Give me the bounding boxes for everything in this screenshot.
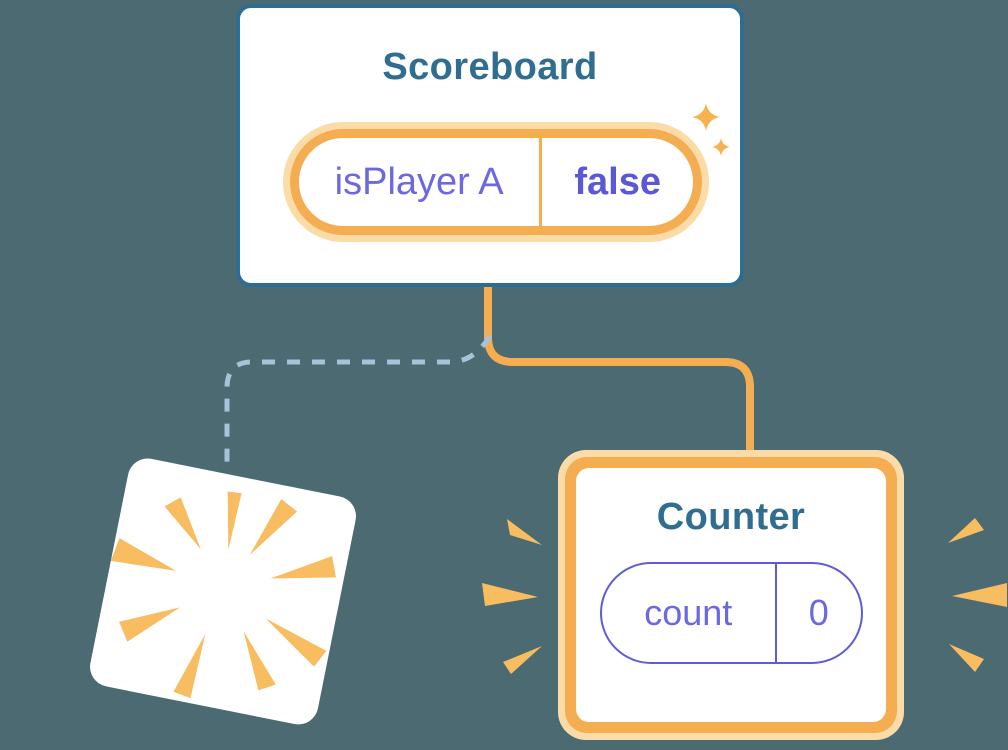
poof-burst-icon bbox=[110, 491, 336, 699]
scoreboard-title: Scoreboard bbox=[382, 46, 598, 88]
emphasis-rays-icon bbox=[482, 518, 1007, 674]
state-name: isPlayer A bbox=[299, 138, 543, 226]
connector-dashed bbox=[224, 334, 493, 468]
counter-card-border: Counter count 0 bbox=[565, 457, 897, 733]
sparkle-icon bbox=[692, 103, 720, 131]
scoreboard-state-pill: isPlayer A false bbox=[283, 122, 709, 242]
state-value: 0 bbox=[808, 591, 829, 633]
scoreboard-state-pill-border: isPlayer A false bbox=[290, 129, 702, 235]
counter-state-pill: count 0 bbox=[599, 561, 863, 664]
counter-card: Counter count 0 bbox=[558, 450, 904, 740]
scoreboard-state-pill-body: isPlayer A false bbox=[299, 138, 693, 226]
sparkle-icon bbox=[712, 138, 730, 156]
deleted-component-card bbox=[86, 455, 360, 728]
state-value: false bbox=[574, 160, 661, 203]
connector-solid bbox=[484, 284, 754, 452]
scoreboard-card: Scoreboard isPlayer A false bbox=[236, 4, 744, 287]
state-name: count bbox=[602, 563, 778, 662]
counter-title: Counter bbox=[656, 496, 806, 538]
counter-card-body: Counter count 0 bbox=[576, 468, 886, 722]
